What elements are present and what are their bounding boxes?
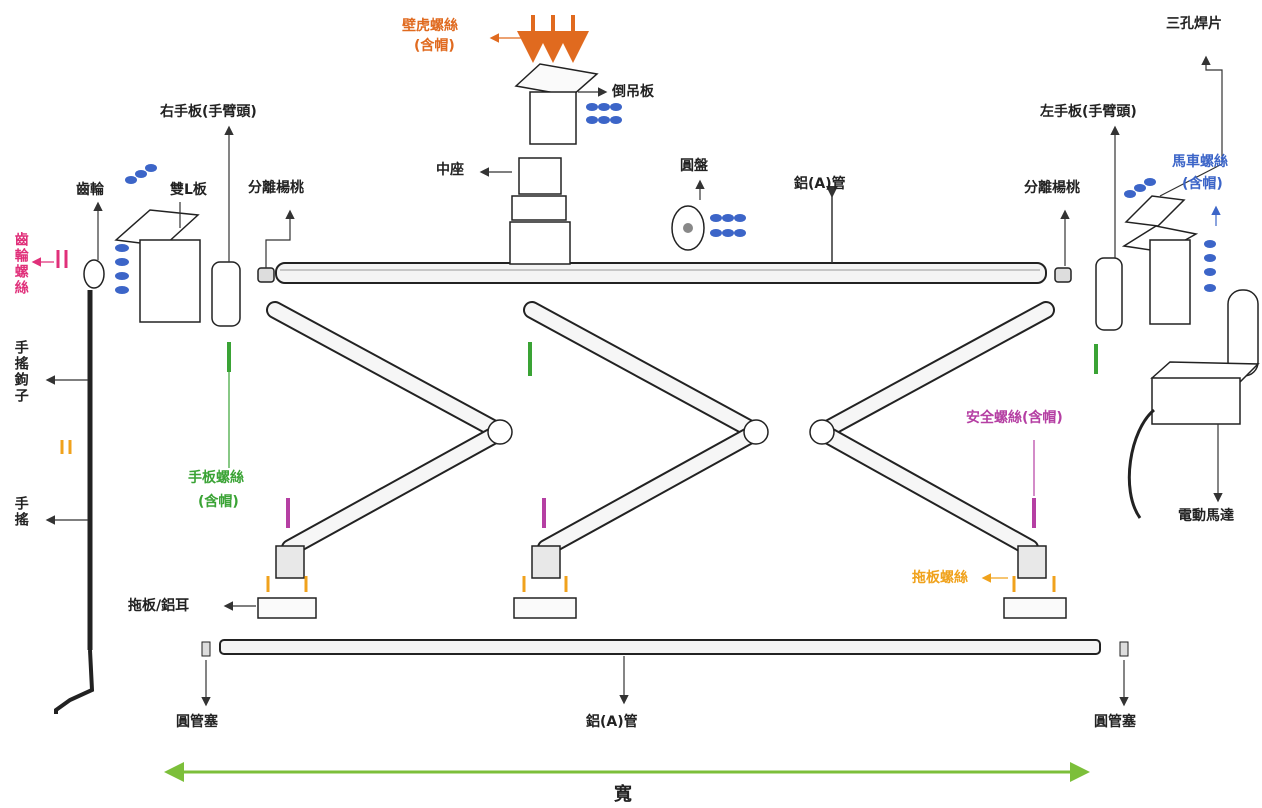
- wall-screw-cap-label: (含帽): [414, 38, 455, 54]
- round-disc-label: 圓盤: [680, 158, 708, 174]
- gear-screw-label: 齒輪螺絲: [12, 232, 29, 296]
- top-alu-tube-label: 鋁(A)管: [794, 176, 846, 192]
- drag-plate-middle: [513, 545, 577, 619]
- gear-label: 齒輪: [76, 182, 104, 198]
- hanger-plate: [514, 63, 622, 145]
- hanger-plate-label: 倒吊板: [612, 84, 654, 100]
- hand-plate-screw-cap-label: (含帽): [198, 494, 239, 510]
- carriage-screw-cap-label: (含帽): [1182, 176, 1223, 192]
- wall-screws: [489, 15, 589, 63]
- drag-plate-label: 拖板/鋁耳: [128, 598, 190, 614]
- end-plug-left-label: 圓管塞: [176, 714, 218, 730]
- crank-rod: [45, 290, 95, 714]
- bottom-alu-tube: [201, 639, 1129, 707]
- center-seat: [479, 157, 571, 265]
- crank-hook-label: 手搖鉤子: [12, 340, 29, 404]
- left-hand-plate-bracket: [1095, 125, 1199, 331]
- electric-motor-label: 電動馬達: [1178, 508, 1234, 524]
- arm-right: [809, 301, 1055, 557]
- right-hand-plate-bracket: [211, 125, 241, 327]
- gear: [31, 201, 105, 289]
- double-l-plate: [114, 164, 201, 323]
- separator-right-label: 分離楊桃: [1024, 180, 1080, 196]
- separator-left: [257, 209, 295, 283]
- drag-plate-right: [981, 545, 1067, 619]
- center-seat-label: 中座: [436, 162, 464, 178]
- left-hand-plate-label: 左手板(手臂頭): [1040, 104, 1137, 120]
- bottom-alu-tube-label: 鋁(A)管: [586, 714, 638, 730]
- electric-motor: [1127, 289, 1260, 519]
- three-hole-plate-label: 三孔焊片: [1166, 16, 1222, 32]
- arm-middle: [523, 301, 769, 557]
- drag-plate-left: [223, 545, 317, 619]
- separator-left-label: 分離楊桃: [248, 180, 304, 196]
- top-alu-tube: [275, 186, 1047, 284]
- hand-plate-screw-label: 手板螺絲: [188, 470, 244, 486]
- wall-screw-label: 壁虎螺絲: [402, 18, 458, 34]
- safety-screw-label: 安全螺絲(含帽): [966, 410, 1063, 426]
- width-arrow: [164, 762, 1090, 782]
- separator-right: [1054, 209, 1072, 283]
- width-label: 寬: [614, 784, 632, 805]
- safety-screws: [286, 440, 1036, 528]
- right-hand-plate-label: 右手板(手臂頭): [160, 104, 257, 120]
- carriage-screw-label: 馬車螺絲: [1172, 154, 1228, 170]
- crank-label: 手搖: [12, 496, 29, 528]
- double-l-plate-label: 雙L板: [170, 182, 207, 198]
- round-disc: [671, 179, 746, 251]
- drag-plate-screw-label: 拖板螺絲: [912, 570, 968, 586]
- arm-left: [266, 301, 513, 557]
- end-plug-right-label: 圓管塞: [1094, 714, 1136, 730]
- three-hole-plate: [1124, 55, 1223, 227]
- carriage-screws: [1204, 205, 1221, 292]
